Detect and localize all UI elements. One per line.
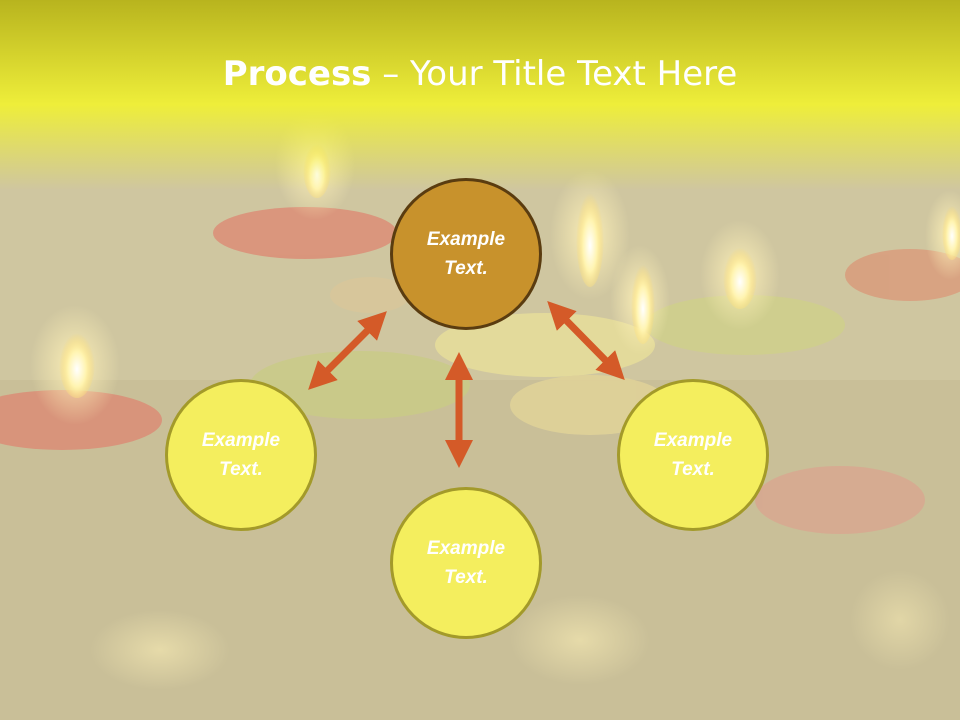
double-headed-arrow-icon-left: [308, 311, 387, 390]
process-node-right[interactable]: Example Text.: [617, 379, 769, 531]
node-right-line1: Example: [653, 430, 733, 451]
slide-title: Process – Your Title Text Here: [0, 50, 960, 98]
node-top-line2: Text.: [444, 258, 488, 279]
node-left-line2: Text.: [219, 459, 263, 480]
node-bottom-line2: Text.: [444, 567, 488, 588]
process-node-left[interactable]: Example Text.: [165, 379, 317, 531]
title-bold-word: Process: [222, 54, 372, 94]
process-node-bottom[interactable]: Example Text.: [390, 487, 542, 639]
double-headed-arrow-icon-right: [547, 301, 625, 380]
node-top-line1: Example: [426, 229, 506, 250]
title-rest: – Your Title Text Here: [371, 54, 738, 94]
node-right-line2: Text.: [671, 459, 715, 480]
process-node-top[interactable]: Example Text.: [390, 178, 542, 330]
node-left-line1: Example: [201, 430, 281, 451]
node-bottom-line1: Example: [426, 538, 506, 559]
